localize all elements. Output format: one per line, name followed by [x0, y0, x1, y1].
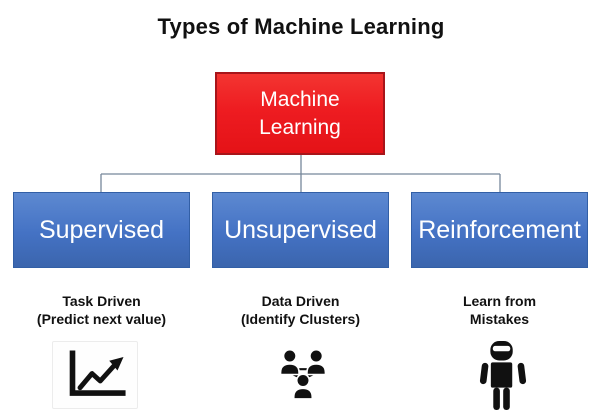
description-supervised-line1: Task Driven [62, 293, 141, 309]
people-cluster-icon [269, 341, 337, 412]
trend-chart-icon [52, 341, 138, 409]
node-supervised-label: Supervised [38, 215, 165, 244]
description-reinforcement-line2: Mistakes [469, 311, 530, 327]
node-unsupervised-label: Unsupervised [224, 215, 377, 244]
node-reinforcement-label: Reinforcement [418, 215, 581, 244]
description-unsupervised-line2: (Identify Clusters) [240, 311, 360, 327]
node-reinforcement: Reinforcement [411, 192, 588, 268]
description-supervised: Task Driven (Predict next value) [13, 292, 190, 328]
node-machine-learning-label: Machine Learning [259, 88, 341, 139]
description-reinforcement: Learn from Mistakes [411, 292, 588, 328]
robot-icon [477, 340, 529, 412]
node-machine-learning: Machine Learning [215, 72, 385, 155]
node-supervised: Supervised [13, 192, 190, 268]
robot-visor [492, 345, 511, 352]
diagram-title: Types of Machine Learning [157, 14, 445, 39]
description-supervised-line2: (Predict next value) [36, 311, 167, 327]
description-unsupervised-line1: Data Driven [261, 293, 340, 309]
node-unsupervised: Unsupervised [212, 192, 389, 268]
description-reinforcement-line1: Learn from [462, 293, 537, 309]
description-unsupervised: Data Driven (Identify Clusters) [212, 292, 389, 328]
